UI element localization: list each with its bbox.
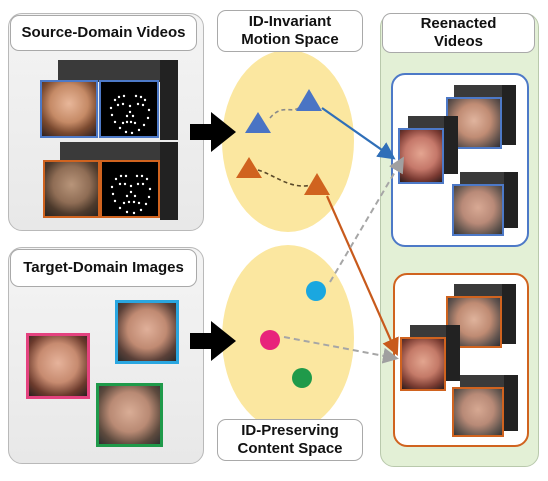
motion-link-orange: [257, 169, 313, 187]
motion-triangle-blue-1: [245, 112, 271, 133]
content-space-title: ID-Preserving Content Space: [217, 419, 363, 461]
reenacted-videos-title: Reenacted Videos: [382, 13, 535, 53]
face-thumbnail-icon: [26, 333, 90, 399]
motion-triangle-orange-1: [236, 157, 262, 178]
face-thumbnail-icon: [452, 184, 504, 236]
face-thumbnail-icon: [400, 337, 446, 391]
target-domain-title: Target-Domain Images: [10, 249, 197, 287]
source-domain-title: Source-Domain Videos: [10, 15, 197, 51]
face-landmark-icon: [100, 160, 160, 218]
motion-space-title: ID-Invariant Motion Space: [217, 10, 363, 52]
face-thumbnail-icon: [452, 387, 504, 437]
grey-link-top: [329, 156, 405, 283]
content-dot-magenta: [260, 330, 280, 350]
face-thumbnail-icon: [43, 160, 100, 218]
right-arrow-icon: [190, 112, 236, 152]
right-arrow-icon: [190, 321, 236, 361]
motion-space-ellipse: [222, 50, 354, 232]
face-thumbnail-icon: [115, 300, 179, 364]
orange-output-arrow: [325, 195, 399, 357]
face-landmark-icon: [99, 80, 159, 138]
face-thumbnail-icon: [96, 383, 163, 447]
content-dot-green: [292, 368, 312, 388]
content-dot-cyan: [306, 281, 326, 301]
grey-link-bottom: [283, 336, 399, 364]
motion-triangle-orange-2: [304, 173, 330, 195]
blue-output-arrow: [321, 107, 396, 160]
motion-triangle-blue-2: [296, 89, 322, 111]
face-thumbnail-icon: [398, 128, 444, 184]
face-thumbnail-icon: [40, 80, 98, 138]
